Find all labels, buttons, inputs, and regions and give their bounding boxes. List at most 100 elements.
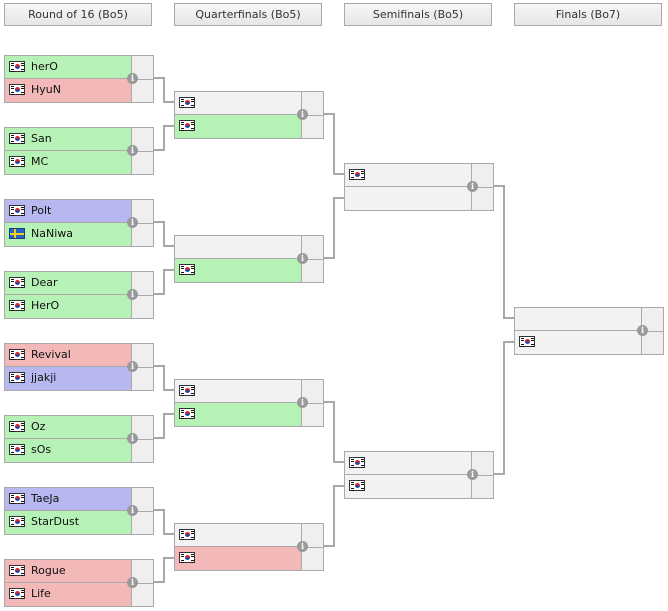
player-name: Polt (31, 204, 52, 217)
south-korea-flag-icon (9, 133, 25, 144)
match-box: i (174, 235, 324, 283)
player-slot[interactable] (345, 164, 472, 187)
south-korea-flag-icon (349, 169, 365, 180)
south-korea-flag-icon (9, 84, 25, 95)
south-korea-flag-icon (9, 205, 25, 216)
player-slot[interactable]: HyuN (5, 79, 132, 102)
south-korea-flag-icon (9, 156, 25, 167)
south-korea-flag-icon (349, 480, 365, 491)
south-korea-flag-icon (9, 516, 25, 527)
match-info-icon[interactable]: i (297, 109, 308, 120)
player-name: StarDust (31, 515, 80, 528)
match-box: i (174, 379, 324, 427)
match-box: i (344, 451, 494, 499)
round-header-quarterfinals: Quarterfinals (Bo5) (174, 3, 322, 26)
player-slot[interactable] (515, 308, 642, 331)
player-slot[interactable] (515, 331, 642, 354)
match-info-icon[interactable]: i (127, 505, 138, 516)
player-name: Oz (31, 420, 46, 433)
match-info-icon[interactable]: i (127, 433, 138, 444)
player-slot[interactable]: NaNiwa (5, 223, 132, 246)
player-slot[interactable] (345, 475, 472, 498)
south-korea-flag-icon (179, 408, 195, 419)
player-slot[interactable]: Oz (5, 416, 132, 439)
match-info-icon[interactable]: i (297, 541, 308, 552)
match-box: i (514, 307, 664, 355)
player-name: Life (31, 587, 51, 600)
player-slot[interactable] (175, 115, 302, 138)
player-slot[interactable]: Life (5, 583, 132, 606)
sweden-flag-icon (9, 228, 25, 239)
player-slot[interactable]: TaeJa (5, 488, 132, 511)
player-slot[interactable] (345, 187, 472, 210)
south-korea-flag-icon (179, 529, 195, 540)
player-slot[interactable] (345, 452, 472, 475)
player-name: TaeJa (31, 492, 60, 505)
south-korea-flag-icon (179, 385, 195, 396)
player-slot[interactable] (175, 547, 302, 570)
player-slot[interactable] (175, 403, 302, 426)
player-name: MC (31, 155, 49, 168)
player-slot[interactable]: HerO (5, 295, 132, 318)
match-box: i (344, 163, 494, 211)
player-slot[interactable] (175, 92, 302, 115)
match-box: Revival jjakji i (4, 343, 154, 391)
south-korea-flag-icon (9, 372, 25, 383)
match-info-icon[interactable]: i (127, 289, 138, 300)
player-name: HyuN (31, 83, 61, 96)
south-korea-flag-icon (179, 264, 195, 275)
player-slot[interactable]: StarDust (5, 511, 132, 534)
player-slot[interactable]: herO (5, 56, 132, 79)
south-korea-flag-icon (9, 349, 25, 360)
south-korea-flag-icon (9, 493, 25, 504)
player-slot[interactable]: Revival (5, 344, 132, 367)
player-name: San (31, 132, 52, 145)
south-korea-flag-icon (9, 565, 25, 576)
match-info-icon[interactable]: i (467, 469, 478, 480)
match-info-icon[interactable]: i (127, 73, 138, 84)
south-korea-flag-icon (9, 300, 25, 311)
player-slot[interactable]: jjakji (5, 367, 132, 390)
match-info-icon[interactable]: i (127, 361, 138, 372)
south-korea-flag-icon (9, 61, 25, 72)
south-korea-flag-icon (9, 277, 25, 288)
match-info-icon[interactable]: i (637, 325, 648, 336)
player-slot[interactable] (175, 380, 302, 403)
match-info-icon[interactable]: i (467, 181, 478, 192)
player-slot[interactable]: Dear (5, 272, 132, 295)
player-name: herO (31, 60, 58, 73)
match-info-icon[interactable]: i (127, 217, 138, 228)
match-box: i (174, 523, 324, 571)
match-info-icon[interactable]: i (297, 397, 308, 408)
player-name: sOs (31, 443, 52, 456)
player-slot[interactable]: sOs (5, 439, 132, 462)
round-header-finals: Finals (Bo7) (514, 3, 662, 26)
player-slot[interactable]: Polt (5, 200, 132, 223)
match-info-icon[interactable]: i (127, 145, 138, 156)
south-korea-flag-icon (179, 97, 195, 108)
match-box: i (174, 91, 324, 139)
player-slot[interactable]: San (5, 128, 132, 151)
match-info-icon[interactable]: i (127, 577, 138, 588)
round-header-semifinals: Semifinals (Bo5) (344, 3, 492, 26)
match-box: Oz sOs i (4, 415, 154, 463)
player-slot[interactable]: Rogue (5, 560, 132, 583)
player-slot[interactable] (175, 236, 302, 259)
player-name: NaNiwa (31, 227, 73, 240)
south-korea-flag-icon (179, 120, 195, 131)
south-korea-flag-icon (9, 444, 25, 455)
player-slot[interactable] (175, 259, 302, 282)
player-slot[interactable]: MC (5, 151, 132, 174)
player-name: jjakji (31, 371, 57, 384)
south-korea-flag-icon (9, 421, 25, 432)
match-info-icon[interactable]: i (297, 253, 308, 264)
round-header-ro16: Round of 16 (Bo5) (4, 3, 152, 26)
player-slot[interactable] (175, 524, 302, 547)
south-korea-flag-icon (349, 457, 365, 468)
south-korea-flag-icon (179, 552, 195, 563)
